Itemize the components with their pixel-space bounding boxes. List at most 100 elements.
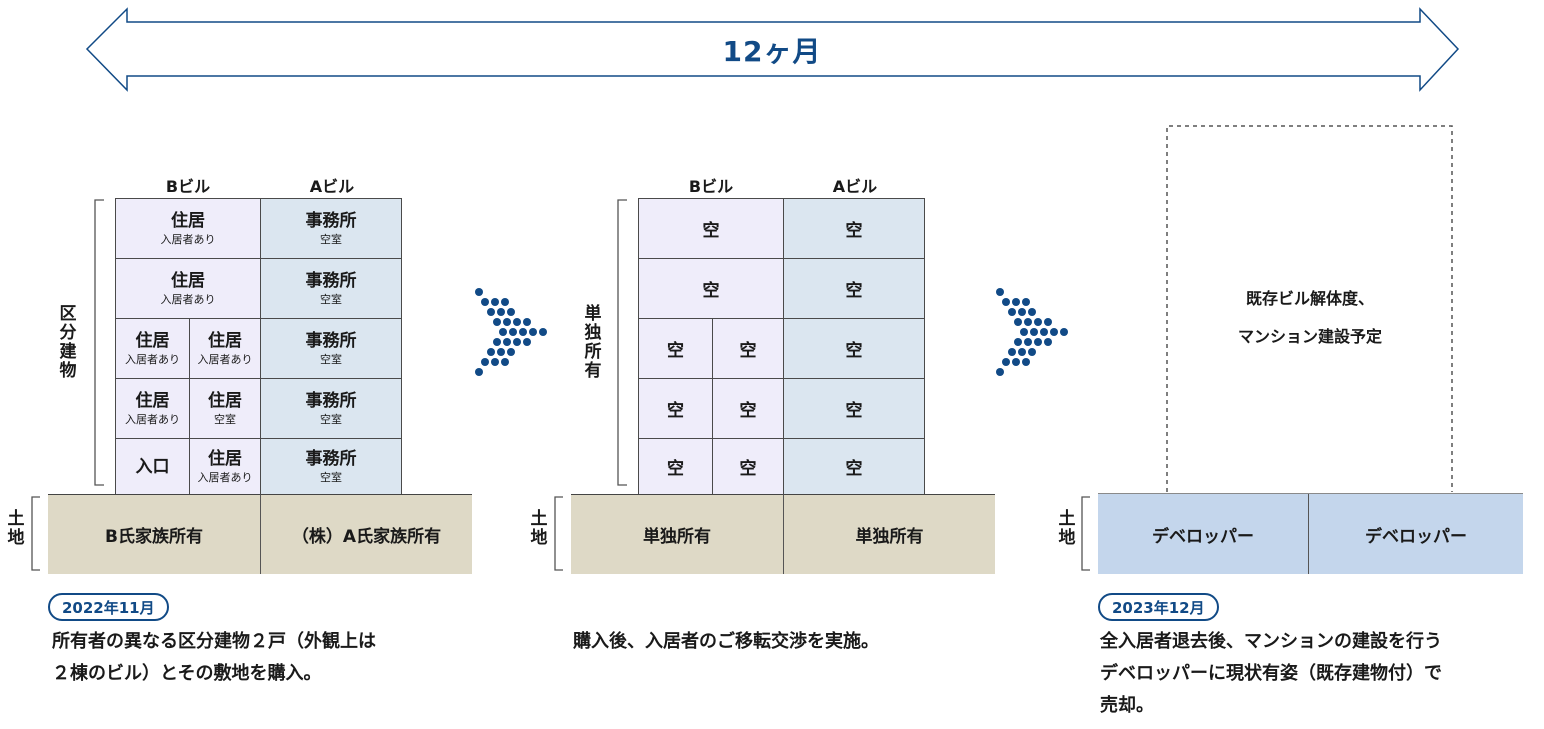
chevron-dot xyxy=(1012,358,1020,366)
chevron-dot xyxy=(503,318,511,326)
planned-building-outline xyxy=(1166,125,1453,492)
chevron-dot xyxy=(513,318,521,326)
b-building-label: Bビル xyxy=(688,177,734,196)
empty-cell: 空 xyxy=(638,258,784,319)
unit-cell: 住居空室 xyxy=(189,378,261,439)
empty-cell: 空 xyxy=(783,258,925,319)
empty-cell: 空 xyxy=(712,378,784,439)
empty-cell: 空 xyxy=(638,318,713,379)
chevron-dot xyxy=(487,348,495,356)
chevron-dot xyxy=(497,308,505,316)
unit-cell: 住居入居者あり xyxy=(115,378,190,439)
chevron-dot xyxy=(1028,348,1036,356)
chevron-dot xyxy=(481,298,489,306)
land-label: 土 地 xyxy=(1058,509,1076,548)
land-label: 土 地 xyxy=(7,509,25,548)
land-label: 土 地 xyxy=(530,509,548,548)
chevron-dot xyxy=(497,348,505,356)
chevron-dot xyxy=(529,328,537,336)
chevron-dot xyxy=(1018,308,1026,316)
end-date-badge: 2023年12月 xyxy=(1098,593,1219,621)
empty-cell: 空 xyxy=(712,438,784,495)
chevron-dot xyxy=(1024,338,1032,346)
unit-cell: 事務所空室 xyxy=(260,258,402,319)
chevron-dot xyxy=(1060,328,1068,336)
unit-cell: 住居入居者あり xyxy=(115,318,190,379)
land-developer-right: デベロッパー xyxy=(1309,494,1523,574)
unit-cell: 住居入居者あり xyxy=(189,318,261,379)
unit-cell: 住居入居者あり xyxy=(115,258,261,319)
stage3-description: 全入居者退去後、マンションの建設を行う デベロッパーに現状有姿（既存建物付）で … xyxy=(1100,631,1442,716)
stage2-description: 購入後、入居者のご移転交渉を実施。 xyxy=(573,631,879,652)
chevron-dot xyxy=(1014,318,1022,326)
chevron-dot xyxy=(1020,328,1028,336)
chevron-dot xyxy=(1008,348,1016,356)
chevron-dot xyxy=(491,298,499,306)
chevron-dot xyxy=(501,298,509,306)
chevron-dot xyxy=(509,328,517,336)
chevron-dot xyxy=(1050,328,1058,336)
land-developer-left: デベロッパー xyxy=(1098,494,1309,574)
a-building-label: Aビル xyxy=(309,177,355,196)
chevron-dot xyxy=(503,338,511,346)
chevron-dot xyxy=(1034,318,1042,326)
chevron-arrow-icon xyxy=(996,288,1068,376)
chevron-dot xyxy=(1022,358,1030,366)
chevron-dot xyxy=(1022,298,1030,306)
duration-label: 12ヶ月 xyxy=(722,35,822,68)
chevron-dot xyxy=(996,288,1004,296)
chevron-dot xyxy=(1028,308,1036,316)
stage1-description: 所有者の異なる区分建物２戸（外観上は ２棟のビル）とその敷地を購入。 xyxy=(52,631,376,684)
chevron-dot xyxy=(539,328,547,336)
empty-cell: 空 xyxy=(783,198,925,259)
sole-ownership-label: 単 独 所 有 xyxy=(584,304,602,381)
unit-cell: 事務所空室 xyxy=(260,198,402,259)
chevron-dot xyxy=(475,368,483,376)
unit-cell: 住居入居者あり xyxy=(189,438,261,495)
empty-cell: 空 xyxy=(712,318,784,379)
chevron-dot xyxy=(1002,358,1010,366)
chevron-dot xyxy=(996,368,1004,376)
chevron-dot xyxy=(513,338,521,346)
construction-plan-text: 既存ビル解体度、 マンション建設予定 xyxy=(1237,289,1382,346)
divided-ownership-label: 区 分 建 物 xyxy=(59,304,77,381)
entrance-cell: 入口 xyxy=(115,438,190,495)
empty-cell: 空 xyxy=(638,438,713,495)
chevron-dot xyxy=(1034,338,1042,346)
land-b: 単独所有 xyxy=(571,494,784,574)
chevron-dot xyxy=(1002,298,1010,306)
a-building-label: Aビル xyxy=(832,177,878,196)
unit-cell: 事務所空室 xyxy=(260,318,402,379)
chevron-dot xyxy=(507,308,515,316)
chevron-dot xyxy=(1008,308,1016,316)
chevron-dot xyxy=(1030,328,1038,336)
chevron-arrow-icon xyxy=(475,288,547,376)
double-arrow-shape xyxy=(85,7,1460,92)
chevron-dot xyxy=(481,358,489,366)
chevron-dot xyxy=(1012,298,1020,306)
empty-cell: 空 xyxy=(783,378,925,439)
start-date-badge: 2022年11月 xyxy=(48,593,169,621)
land-a: 単独所有 xyxy=(784,494,995,574)
chevron-dot xyxy=(1044,338,1052,346)
chevron-dot xyxy=(1040,328,1048,336)
chevron-dot xyxy=(475,288,483,296)
chevron-dot xyxy=(507,348,515,356)
chevron-dot xyxy=(493,318,501,326)
chevron-dot xyxy=(491,358,499,366)
chevron-dot xyxy=(1014,338,1022,346)
chevron-dot xyxy=(1024,318,1032,326)
chevron-dot xyxy=(519,328,527,336)
unit-cell: 住居入居者あり xyxy=(115,198,261,259)
chevron-dot xyxy=(487,308,495,316)
chevron-dot xyxy=(1044,318,1052,326)
chevron-dot xyxy=(523,338,531,346)
chevron-dot xyxy=(501,358,509,366)
chevron-dot xyxy=(1018,348,1026,356)
chevron-dot xyxy=(493,338,501,346)
chevron-dot xyxy=(523,318,531,326)
empty-cell: 空 xyxy=(783,318,925,379)
land-b: B氏家族所有 xyxy=(48,494,261,574)
